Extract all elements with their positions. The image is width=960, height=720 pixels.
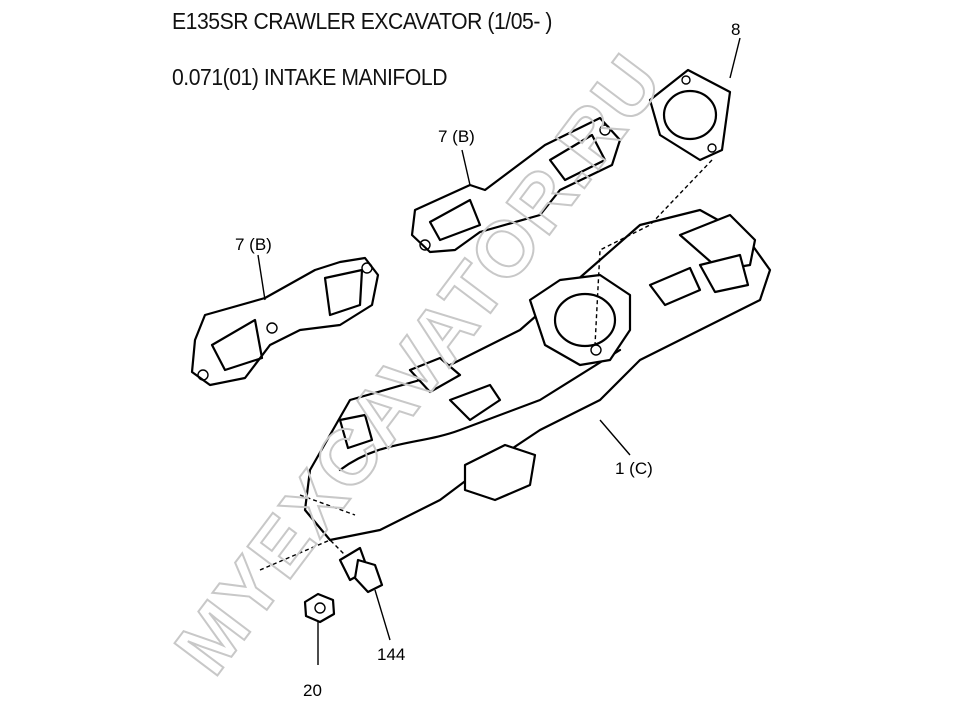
diagram-title-model: E135SR CRAWLER EXCAVATOR (1/05- ) — [172, 8, 552, 34]
nut-20[interactable] — [303, 592, 336, 624]
leader-lines — [257, 37, 741, 665]
diagram-title-section: 0.071(01) INTAKE MANIFOLD — [172, 64, 448, 90]
callout-8: 8 — [731, 20, 740, 39]
gasket-8[interactable] — [648, 68, 732, 162]
callout-7b-lower: 7 (B) — [235, 235, 272, 254]
bolt-144[interactable] — [338, 546, 384, 594]
callout-144: 144 — [377, 645, 405, 664]
gasket-7b-lower[interactable] — [190, 256, 380, 387]
callout-7b-upper: 7 (B) — [438, 127, 475, 146]
gasket-7b-upper[interactable] — [410, 116, 622, 254]
callout-20: 20 — [303, 681, 322, 700]
intake-manifold[interactable] — [303, 208, 772, 542]
callout-1c: 1 (C) — [615, 459, 653, 478]
